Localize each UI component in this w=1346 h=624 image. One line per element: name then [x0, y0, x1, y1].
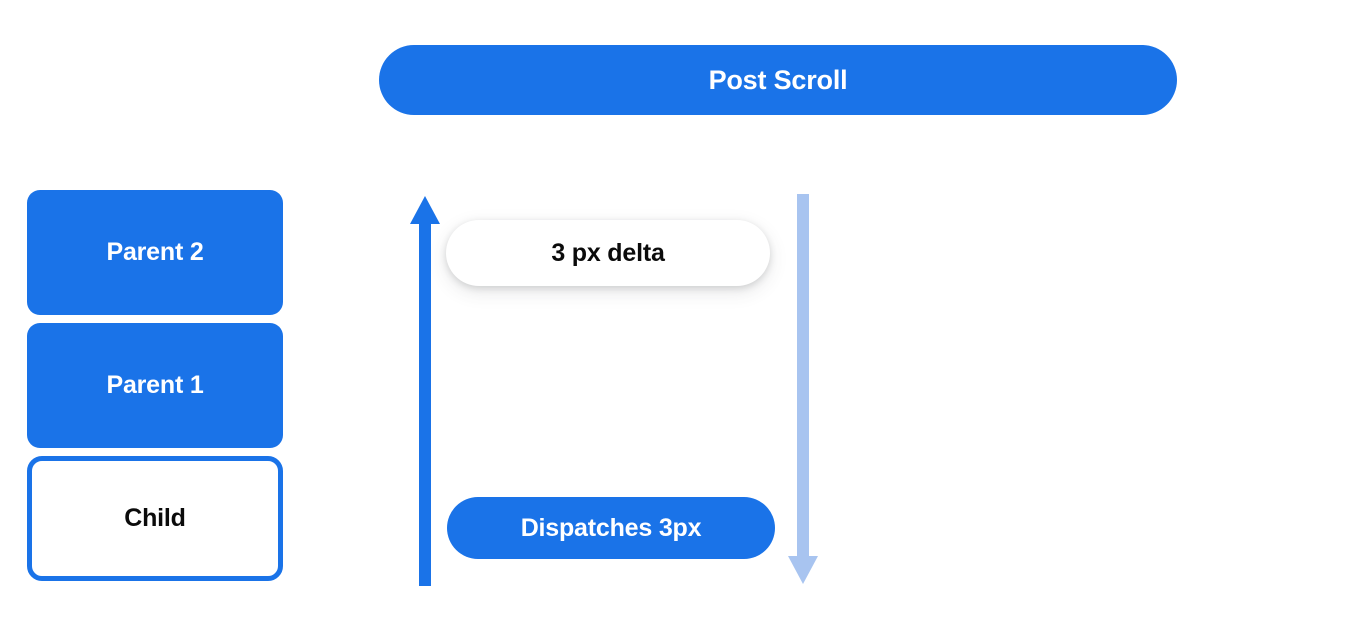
stack-box-child: Child	[27, 456, 283, 581]
stack-box-parent-2-label: Parent 2	[106, 238, 204, 266]
delta-pill-label: 3 px delta	[551, 238, 665, 267]
stack-box-child-label: Child	[124, 504, 186, 532]
element-stack: Parent 2 Parent 1 Child	[27, 190, 283, 581]
dispatch-pill: Dispatches 3px	[447, 497, 775, 559]
stack-box-parent-1-label: Parent 1	[106, 371, 204, 399]
stack-box-parent-2: Parent 2	[27, 190, 283, 315]
delta-pill: 3 px delta	[446, 220, 770, 286]
dispatch-pill-label: Dispatches 3px	[520, 513, 702, 542]
post-scroll-banner-label: Post Scroll	[708, 64, 848, 95]
scroll-up-arrow-icon	[410, 196, 440, 586]
post-scroll-banner: Post Scroll	[379, 45, 1177, 115]
scroll-down-arrow-icon	[788, 194, 818, 584]
stack-box-parent-1: Parent 1	[27, 323, 283, 448]
